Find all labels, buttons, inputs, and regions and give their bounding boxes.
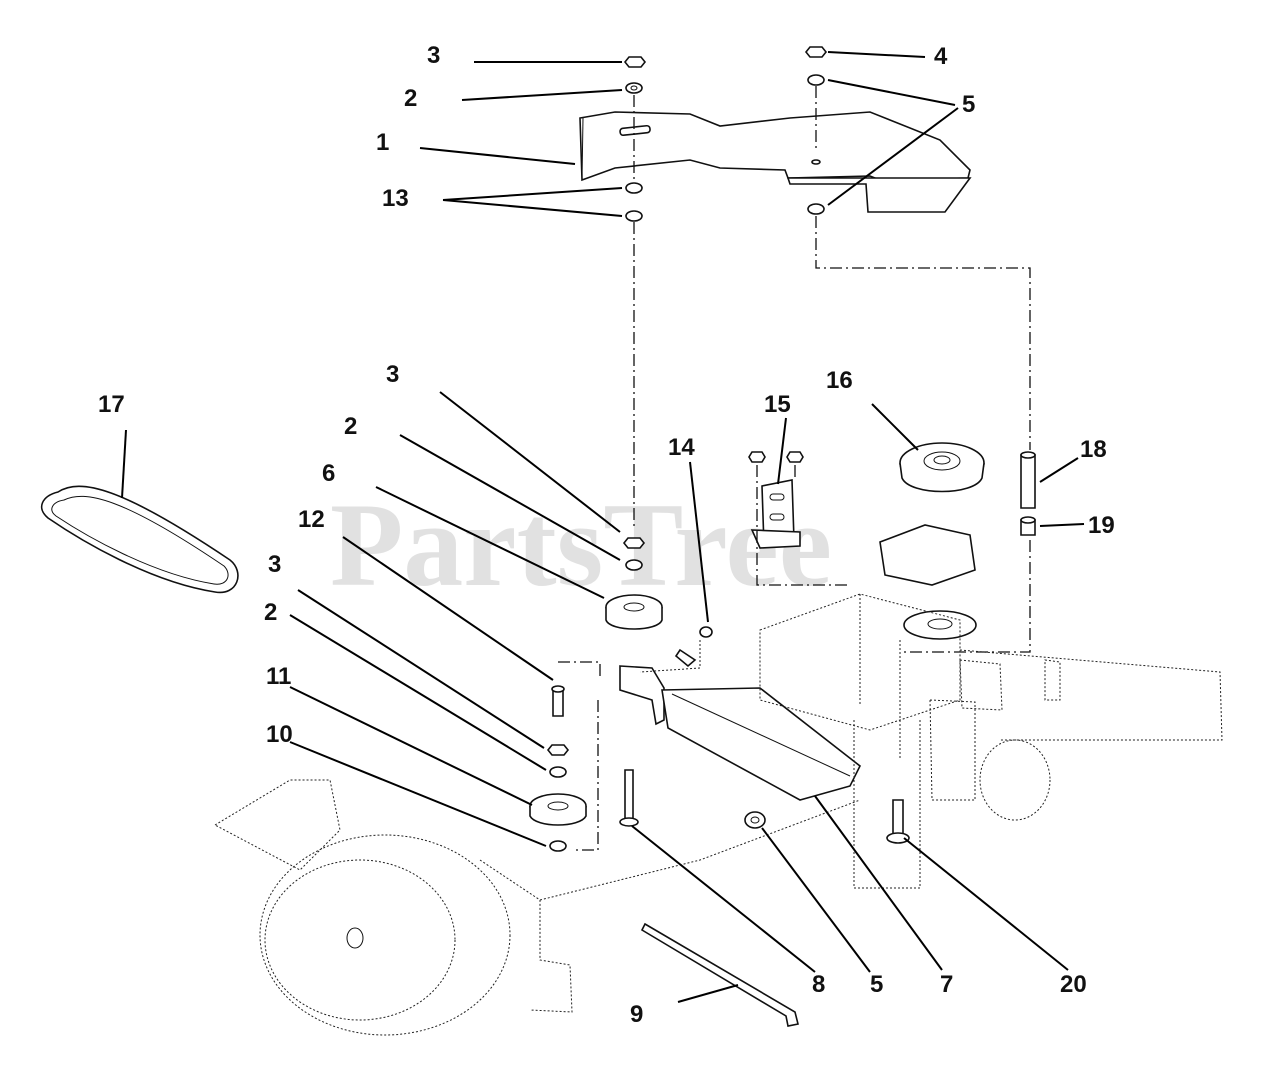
drive-belt-part	[40, 485, 239, 594]
centerline-guard-right	[815, 86, 1031, 450]
callout-16: 16	[826, 367, 853, 394]
callout-7: 7	[940, 971, 953, 998]
callout-bot-5: 5	[870, 971, 883, 998]
callout-9: 9	[630, 1001, 643, 1028]
callout-low-3: 3	[268, 551, 281, 578]
callout-18: 18	[1080, 436, 1107, 463]
frame-assembly-part	[539, 593, 1223, 901]
callout-6: 6	[322, 460, 335, 487]
mount-bracket-part	[748, 451, 850, 586]
engine-part	[213, 779, 573, 1036]
centerline-right-down	[900, 540, 1031, 653]
idler-centerline-lower	[558, 661, 601, 851]
spacer-part	[1020, 451, 1036, 536]
callout-11: 11	[266, 663, 291, 690]
idler-arm-part	[619, 626, 862, 801]
callout-14: 14	[668, 434, 695, 461]
rod-part	[640, 922, 799, 1027]
leader-lines	[121, 51, 1085, 1003]
belt-guard-part	[579, 111, 972, 213]
callout-10: 10	[266, 721, 293, 748]
callouts: 3 2 1 13 4 5 17 3 2 6 12 3 2 11 10 14 15…	[98, 42, 1115, 1028]
callout-20: 20	[1060, 971, 1087, 998]
callout-4: 4	[934, 43, 948, 70]
callout-1: 1	[376, 129, 389, 156]
callout-17: 17	[98, 391, 125, 418]
bolts-part	[619, 769, 910, 844]
callout-top-3: 3	[427, 42, 440, 69]
clutch-pulley-part	[879, 442, 985, 640]
callout-mid-2: 2	[344, 413, 357, 440]
callout-15: 15	[764, 391, 791, 418]
callout-13: 13	[382, 185, 409, 212]
callout-12: 12	[298, 506, 325, 533]
callout-low-2: 2	[264, 599, 277, 626]
callout-top-5: 5	[962, 91, 975, 118]
callout-19: 19	[1088, 512, 1115, 539]
watermark: PartsTree	[330, 478, 832, 611]
washer-nut-stack-top	[623, 46, 828, 222]
callout-top-2: 2	[404, 85, 417, 112]
callout-mid-3: 3	[386, 361, 399, 388]
idler-stack-upper	[605, 537, 663, 630]
callout-8: 8	[812, 971, 825, 998]
idler-stack-lower	[529, 685, 587, 852]
